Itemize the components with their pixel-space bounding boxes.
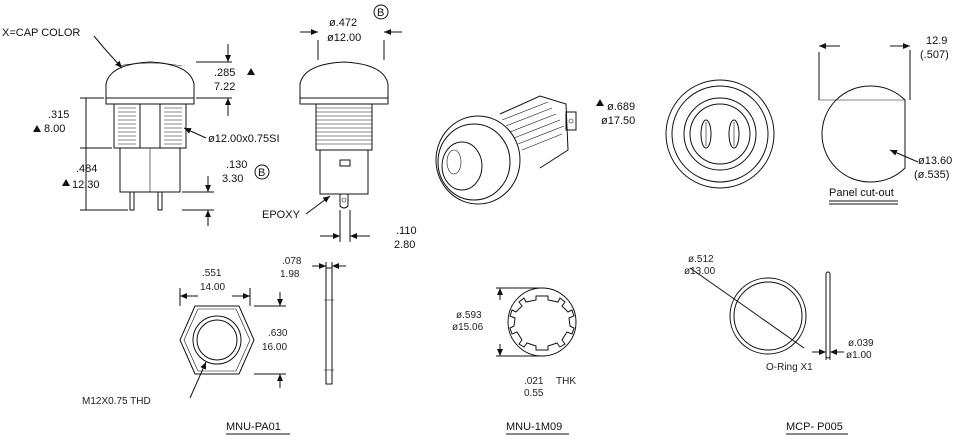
- back-view: [665, 79, 775, 189]
- body: [113, 103, 187, 149]
- washer-outer: [507, 287, 577, 357]
- nut-flat-mm: 14.00: [200, 282, 225, 293]
- oring-inner: [733, 281, 803, 351]
- nut-corner-mm: 16.00: [262, 342, 287, 353]
- washer-dia-mm: ø15.06: [452, 322, 484, 333]
- front-threads: [316, 107, 372, 145]
- cap-leader: [93, 35, 123, 69]
- washer-thk-mm: 0.55: [524, 388, 544, 399]
- oring-thk-mm: ø1.00: [846, 350, 872, 361]
- nut-thick-mm: 1.98: [280, 269, 300, 280]
- dim-lower-in: .484: [76, 163, 97, 175]
- oring-drawing: ø.512 ø13.00 O-Ring X1 ø.039 ø1.00 MCP- …: [684, 254, 874, 435]
- dim-term-in: .130: [226, 159, 247, 171]
- back-outer: [665, 79, 775, 189]
- iso-view: ø.689 ø17.50: [435, 95, 635, 205]
- cutout-flat-mm: 12.9: [926, 35, 947, 47]
- nut-thick-in: .078: [282, 256, 302, 267]
- iso-dia-mm: ø17.50: [601, 115, 635, 127]
- thread-note: ø12.00x0.75SI: [208, 133, 280, 145]
- cutout-dia-in: (ø.535): [914, 169, 949, 181]
- iso-dia-in: ø.689: [607, 101, 635, 113]
- cutout-dia-mm: ø13.60: [918, 155, 952, 167]
- dim-body-in: .315: [48, 109, 69, 121]
- washer-drawing: ø.593 ø15.06 .021 THK 0.55 MNU-1M09: [452, 287, 577, 435]
- oring-dia-mm: ø13.00: [684, 266, 716, 277]
- cap-color-note: X=CAP COLOR: [2, 27, 80, 39]
- nut-corner-in: .630: [268, 328, 288, 339]
- dim-cap-h-mm: 7.22: [214, 81, 235, 93]
- oring-label: O-Ring X1: [766, 362, 813, 373]
- iso-cap-outer: [435, 115, 521, 205]
- washer-part-no: MNU-1M09: [506, 421, 562, 433]
- front-terminal: [339, 194, 349, 209]
- front-ref-letter: B: [377, 7, 384, 19]
- front-view: ø.472 ø12.00 B EPOXY .110 2.80: [262, 4, 417, 251]
- term-w-mm: 2.80: [394, 239, 415, 251]
- cap-outline: [105, 61, 195, 99]
- oring-profile: [825, 271, 831, 359]
- oring-outer: [729, 277, 807, 355]
- oring-part-no: MCP- P005: [786, 421, 843, 433]
- front-cap: [299, 61, 389, 99]
- epoxy-label: EPOXY: [262, 209, 301, 221]
- iso-terminal: [565, 111, 577, 131]
- bezel: [105, 97, 195, 105]
- cutout-flat-in: (.507): [920, 49, 949, 61]
- oring-thk-in: ø.039: [848, 338, 874, 349]
- back-slot: [728, 119, 740, 149]
- front-body: [315, 103, 373, 151]
- front-dia-in: ø.472: [329, 17, 357, 29]
- dim-term-mm: 3.30: [222, 173, 243, 185]
- dim-lower-mm: 12.30: [72, 179, 100, 191]
- ref-circle: [254, 164, 270, 180]
- washer-dia-in: ø.593: [456, 310, 482, 321]
- front-dia-mm: ø12.00: [327, 32, 361, 44]
- nut-part-no: MNU-PA01: [226, 421, 281, 433]
- iso-cap-lens: [441, 141, 483, 191]
- front-lower-housing: [319, 149, 369, 195]
- side-view: X=CAP COLOR .285 7.22 .315: [2, 27, 280, 226]
- washer-tabs: [509, 295, 575, 351]
- terminal: [157, 191, 163, 211]
- nut-thread-note: M12X0.75 THD: [82, 396, 151, 407]
- dim-body-mm: 8.00: [44, 123, 65, 135]
- washer-thk-label: THK: [556, 376, 576, 387]
- ref-letter: B: [258, 167, 265, 179]
- thread-lines: [118, 107, 182, 145]
- cutout-title: Panel cut-out: [829, 187, 894, 199]
- nut-hex: [179, 305, 255, 375]
- nut-flat-in: .551: [202, 268, 222, 279]
- nut-side: [325, 267, 333, 385]
- washer-thk-in: .021: [524, 376, 544, 387]
- term-w-in: .110: [396, 225, 417, 237]
- back-slot: [700, 119, 712, 149]
- dim-cap-h-in: .285: [214, 67, 235, 79]
- terminal: [129, 191, 135, 211]
- oring-dia-in: ø.512: [688, 254, 714, 265]
- nut-drawing: .551 14.00 .630 16.00 M12X0.75 THD .078 …: [82, 256, 346, 435]
- panel-cutout: 12.9 (.507) ø13.60 (ø.535) Panel cut-out: [818, 35, 952, 205]
